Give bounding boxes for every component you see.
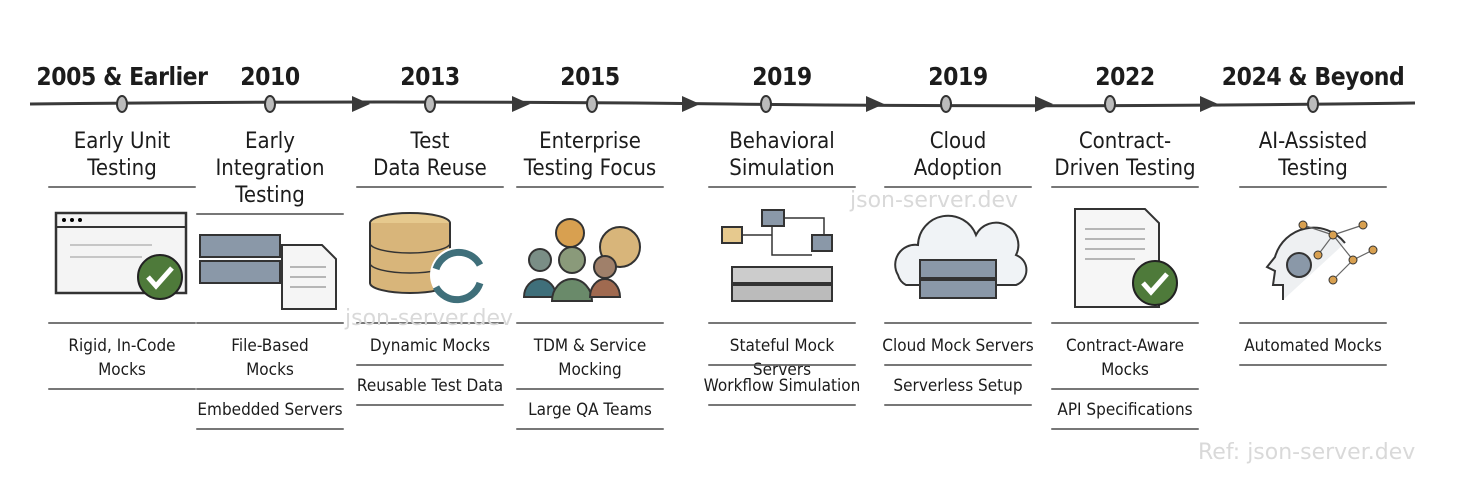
milestone-year: 2019 xyxy=(928,62,988,91)
divider xyxy=(516,186,664,188)
divider xyxy=(708,322,856,324)
divider xyxy=(356,186,504,188)
divider xyxy=(1051,186,1199,188)
divider xyxy=(516,428,664,430)
feature-label: Large QA Teams xyxy=(528,400,652,420)
milestone-year: 2005 & Earlier xyxy=(36,62,208,91)
contract-checkmark-icon xyxy=(1074,208,1178,308)
feature-label: Cloud Mock Servers xyxy=(882,336,1034,356)
milestone-year: 2015 xyxy=(560,62,620,91)
divider xyxy=(48,322,196,324)
feature-label: Dynamic Mocks xyxy=(369,336,491,356)
divider xyxy=(1239,186,1387,188)
divider xyxy=(884,186,1032,188)
feature-label: Reusable Test Data xyxy=(356,376,504,396)
database-refresh-icon xyxy=(369,212,486,304)
feature-label: Embedded Servers xyxy=(197,400,343,420)
feature-label: Serverless Setup xyxy=(893,376,1023,396)
divider xyxy=(48,186,196,188)
milestone-title: Contract-Driven Testing xyxy=(1054,129,1196,181)
milestone-year: 2010 xyxy=(240,62,300,91)
milestone-year: 2013 xyxy=(400,62,460,91)
cloud-server-icon xyxy=(894,214,1028,299)
ai-head-network-icon xyxy=(1265,220,1378,300)
divider xyxy=(1051,322,1199,324)
divider xyxy=(708,186,856,188)
divider xyxy=(196,428,344,430)
milestone-year: 2024 & Beyond xyxy=(1221,62,1405,91)
milestone-year: 2022 xyxy=(1095,62,1155,91)
watermark: json-server.dev xyxy=(345,306,514,331)
timeline-dots xyxy=(116,95,1319,113)
watermark: json-server.dev xyxy=(850,188,1019,213)
divider xyxy=(1239,364,1387,366)
divider xyxy=(884,364,1032,366)
server-file-icon xyxy=(199,234,337,310)
divider xyxy=(884,404,1032,406)
divider xyxy=(356,322,504,324)
browser-window-checkmark-icon xyxy=(54,211,188,300)
divider xyxy=(1051,388,1199,390)
timeline-arrows xyxy=(352,96,1218,112)
team-gears-icon xyxy=(522,218,641,302)
divider xyxy=(196,388,344,390)
timeline-axis xyxy=(29,95,1416,113)
divider xyxy=(196,213,344,215)
watermark-ref: Ref: json-server.dev xyxy=(1198,440,1416,465)
divider xyxy=(356,364,504,366)
divider xyxy=(196,322,344,324)
divider xyxy=(708,364,856,366)
milestone-year: 2019 xyxy=(752,62,812,91)
divider xyxy=(356,404,504,406)
feature-label: Automated Mocks xyxy=(1244,336,1382,356)
divider xyxy=(1051,428,1199,430)
feature-label: API Specifications xyxy=(1057,400,1193,420)
feature-label: Workflow Simulation xyxy=(703,376,861,396)
divider xyxy=(884,322,1032,324)
workflow-server-icon xyxy=(721,209,833,302)
divider xyxy=(516,388,664,390)
divider xyxy=(48,388,196,390)
divider xyxy=(708,404,856,406)
divider xyxy=(1239,322,1387,324)
divider xyxy=(516,322,664,324)
